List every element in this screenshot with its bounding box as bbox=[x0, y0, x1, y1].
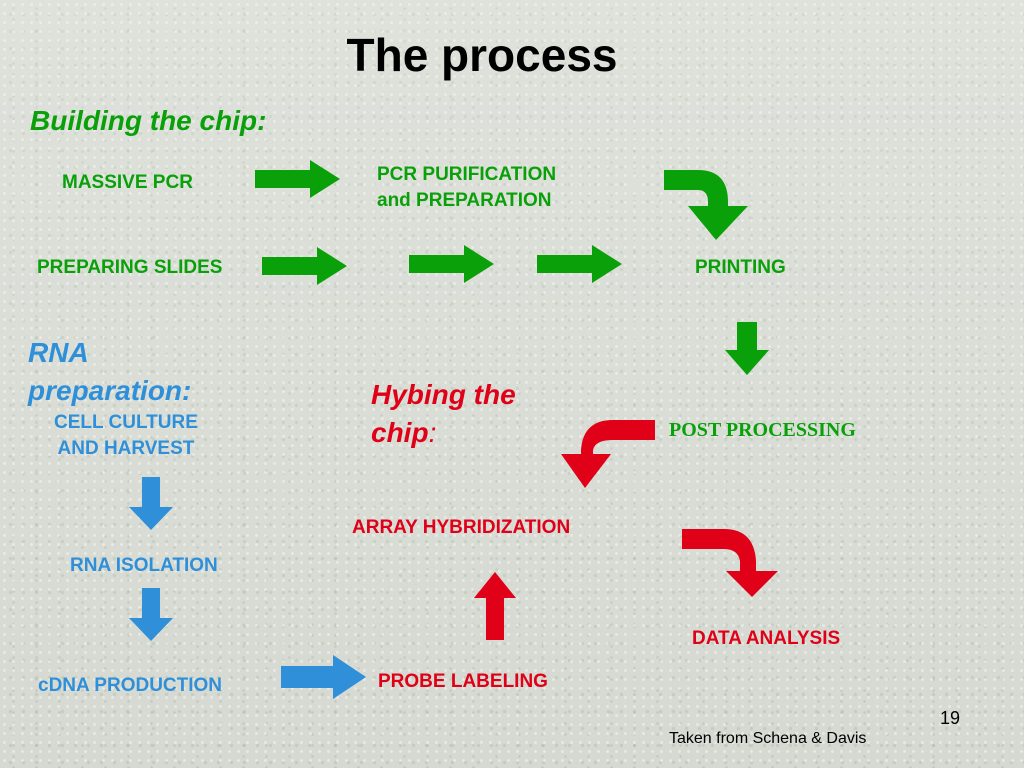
curved-arrow-to-data-analysis bbox=[682, 529, 778, 597]
arrow-rna-isolation-to-cdna bbox=[129, 588, 173, 641]
page-number: 19 bbox=[940, 708, 961, 728]
rna-isolation-label: RNA ISOLATION bbox=[70, 555, 218, 576]
arrow-cell-culture-to-rna-isolation bbox=[129, 477, 173, 530]
array-hybridization-label: ARRAY HYBRIDIZATION bbox=[352, 517, 571, 538]
credit-text: Taken from Schena & Davis bbox=[669, 730, 867, 747]
rna-preparation-line1: RNA bbox=[28, 337, 89, 368]
massive-pcr-label: MASSIVE PCR bbox=[62, 172, 193, 193]
arrow-slides-1 bbox=[262, 247, 347, 285]
arrow-probe-to-array-hybridization bbox=[474, 572, 516, 640]
preparing-slides-label: PREPARING SLIDES bbox=[37, 257, 223, 278]
arrow-slides-2 bbox=[409, 245, 494, 283]
arrow-printing-to-post-processing bbox=[725, 322, 769, 375]
hybing-line2: chip: bbox=[371, 414, 516, 452]
cell-culture-line1: CELL CULTURE bbox=[54, 412, 198, 433]
arrow-massive-pcr-to-purification bbox=[255, 160, 340, 198]
printing-label: PRINTING bbox=[695, 257, 786, 278]
curved-arrow-to-array-hybridization bbox=[561, 420, 655, 488]
slide-title: The process bbox=[346, 29, 618, 81]
pcr-purification-line2: and PREPARATION bbox=[377, 190, 552, 211]
pcr-purification-line1: PCR PURIFICATION bbox=[377, 164, 557, 185]
probe-labeling-label: PROBE LABELING bbox=[378, 671, 548, 692]
hybing-chip-text: chip bbox=[371, 417, 429, 448]
post-processing-label: POST PROCESSING bbox=[669, 419, 856, 441]
rna-preparation-heading: RNA preparation: bbox=[28, 334, 191, 410]
hybing-heading: Hybing the chip: bbox=[371, 376, 516, 452]
data-analysis-label: DATA ANALYSIS bbox=[692, 628, 841, 649]
arrow-cdna-to-probe-labeling bbox=[281, 655, 366, 699]
cdna-production-label: cDNA PRODUCTION bbox=[38, 675, 223, 696]
curved-arrow-to-printing bbox=[664, 170, 748, 240]
pcr-purification-label: PCR PURIFICATION and PREPARATION bbox=[377, 162, 556, 214]
arrow-slides-3 bbox=[537, 245, 622, 283]
cell-culture-line2: AND HARVEST bbox=[57, 438, 195, 459]
building-chip-heading: Building the chip: bbox=[30, 105, 267, 136]
cell-culture-label: CELL CULTURE AND HARVEST bbox=[54, 410, 198, 462]
hybing-line1: Hybing the bbox=[371, 379, 516, 410]
rna-preparation-line2: preparation: bbox=[28, 375, 192, 406]
hybing-colon: : bbox=[428, 417, 437, 448]
